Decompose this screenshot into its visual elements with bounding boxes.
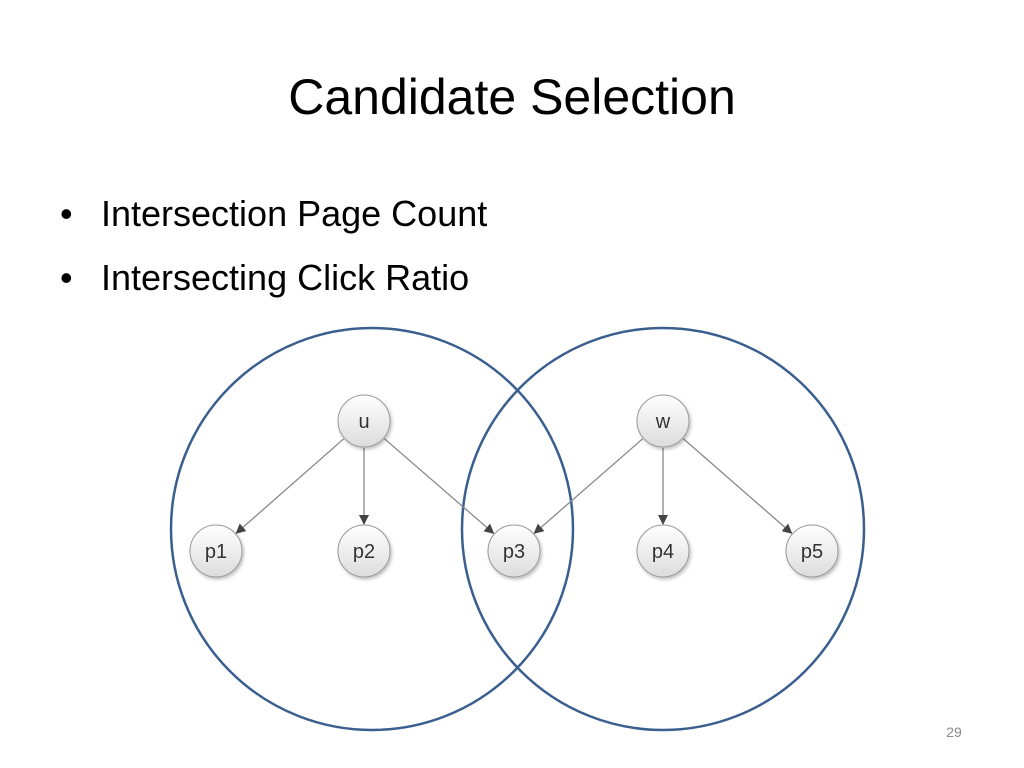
node-p1: p1 [189, 524, 243, 578]
edge-w-to-p5 [682, 438, 793, 534]
bullet-item: • Intersecting Click Ratio [60, 252, 487, 304]
node-p5: p5 [785, 524, 839, 578]
node-circle [636, 394, 690, 448]
node-circle [337, 524, 391, 578]
bullet-text: Intersecting Click Ratio [101, 257, 470, 298]
node-label: w [655, 411, 671, 433]
bullet-marker: • [60, 257, 73, 298]
node-p2: p2 [337, 524, 391, 578]
node-label: p5 [801, 541, 823, 563]
node-label: p3 [503, 541, 525, 563]
node-circle [636, 524, 690, 578]
edge-u-to-p3 [383, 438, 495, 534]
node-circle [189, 524, 243, 578]
node-circle [337, 394, 391, 448]
bullet-item: • Intersection Page Count [60, 188, 487, 240]
node-p4: p4 [636, 524, 690, 578]
node-circle [785, 524, 839, 578]
page-number: 29 [946, 724, 962, 740]
bullet-list: • Intersection Page Count • Intersecting… [60, 188, 487, 316]
node-label: p4 [652, 541, 674, 563]
node-label: p2 [353, 541, 375, 563]
right-set-circle [460, 326, 866, 732]
left-set-circle [169, 326, 575, 732]
bullet-marker: • [60, 193, 73, 234]
node-u: u [337, 394, 391, 448]
node-w: w [636, 394, 690, 448]
bullet-text: Intersection Page Count [101, 193, 488, 234]
node-circle [487, 524, 541, 578]
node-label: u [358, 411, 369, 433]
edge-u-to-p1 [235, 438, 345, 534]
node-label: p1 [205, 541, 227, 563]
slide-title: Candidate Selection [288, 69, 736, 125]
node-p3: p3 [487, 524, 541, 578]
edge-w-to-p3 [533, 438, 644, 534]
